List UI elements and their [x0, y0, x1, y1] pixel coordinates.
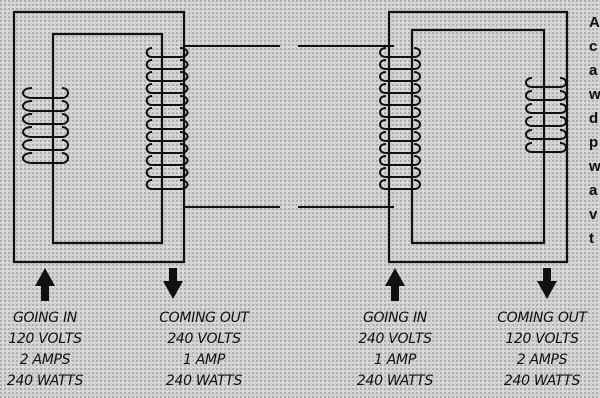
- direction-text: COMING OUT: [159, 310, 249, 326]
- arrows: [35, 268, 557, 301]
- left-input-label: GOING IN 120 VOLTS 2 AMPS 240 WATTS: [0, 308, 105, 392]
- amps-text: 1 AMP: [183, 352, 225, 368]
- direction-text: COMING OUT: [497, 310, 587, 326]
- right-transformer-core: [387, 10, 569, 264]
- volts-text: 240 VOLTS: [167, 331, 241, 347]
- watts-text: 240 WATTS: [6, 373, 84, 389]
- right-secondary-coil: [525, 77, 567, 153]
- volts-text: 120 VOLTS: [8, 331, 82, 347]
- side-text-line: p: [589, 134, 599, 151]
- side-text-line: t: [589, 230, 594, 247]
- direction-text: GOING IN: [363, 310, 427, 326]
- watts-text: 240 WATTS: [356, 373, 434, 389]
- right-input-arrow-icon: [385, 268, 405, 301]
- left-primary-coil: [22, 87, 69, 164]
- side-text-line: c: [589, 38, 598, 55]
- left-transformer-core: [12, 10, 186, 264]
- side-text-line: v: [589, 206, 598, 223]
- right-primary-coil: [379, 47, 421, 190]
- side-text-line: w: [589, 158, 600, 175]
- right-input-label: GOING IN 240 VOLTS 1 AMP 240 WATTS: [335, 308, 455, 392]
- right-transformer: [379, 10, 569, 264]
- watts-text: 240 WATTS: [165, 373, 243, 389]
- volts-text: 120 VOLTS: [505, 331, 579, 347]
- right-output-label: COMING OUT 120 VOLTS 2 AMPS 240 WATTS: [484, 308, 600, 392]
- direction-text: GOING IN: [13, 310, 77, 326]
- amps-text: 2 AMPS: [19, 352, 71, 368]
- connecting-wires: [184, 45, 394, 208]
- side-text-line: d: [589, 110, 599, 127]
- right-output-arrow-icon: [537, 268, 557, 299]
- side-text-line: a: [589, 182, 598, 199]
- left-input-arrow-icon: [35, 268, 55, 301]
- amps-text: 1 AMP: [374, 352, 416, 368]
- left-output-arrow-icon: [163, 268, 183, 299]
- amps-text: 2 AMPS: [516, 352, 568, 368]
- side-text-line: w: [589, 86, 600, 103]
- volts-text: 240 VOLTS: [358, 331, 432, 347]
- watts-text: 240 WATTS: [503, 373, 581, 389]
- left-secondary-coil: [145, 47, 189, 190]
- left-output-label: COMING OUT 240 VOLTS 1 AMP 240 WATTS: [134, 308, 274, 392]
- side-text-line: a: [589, 62, 598, 79]
- side-text-line: A: [589, 14, 600, 31]
- left-transformer: [12, 10, 189, 264]
